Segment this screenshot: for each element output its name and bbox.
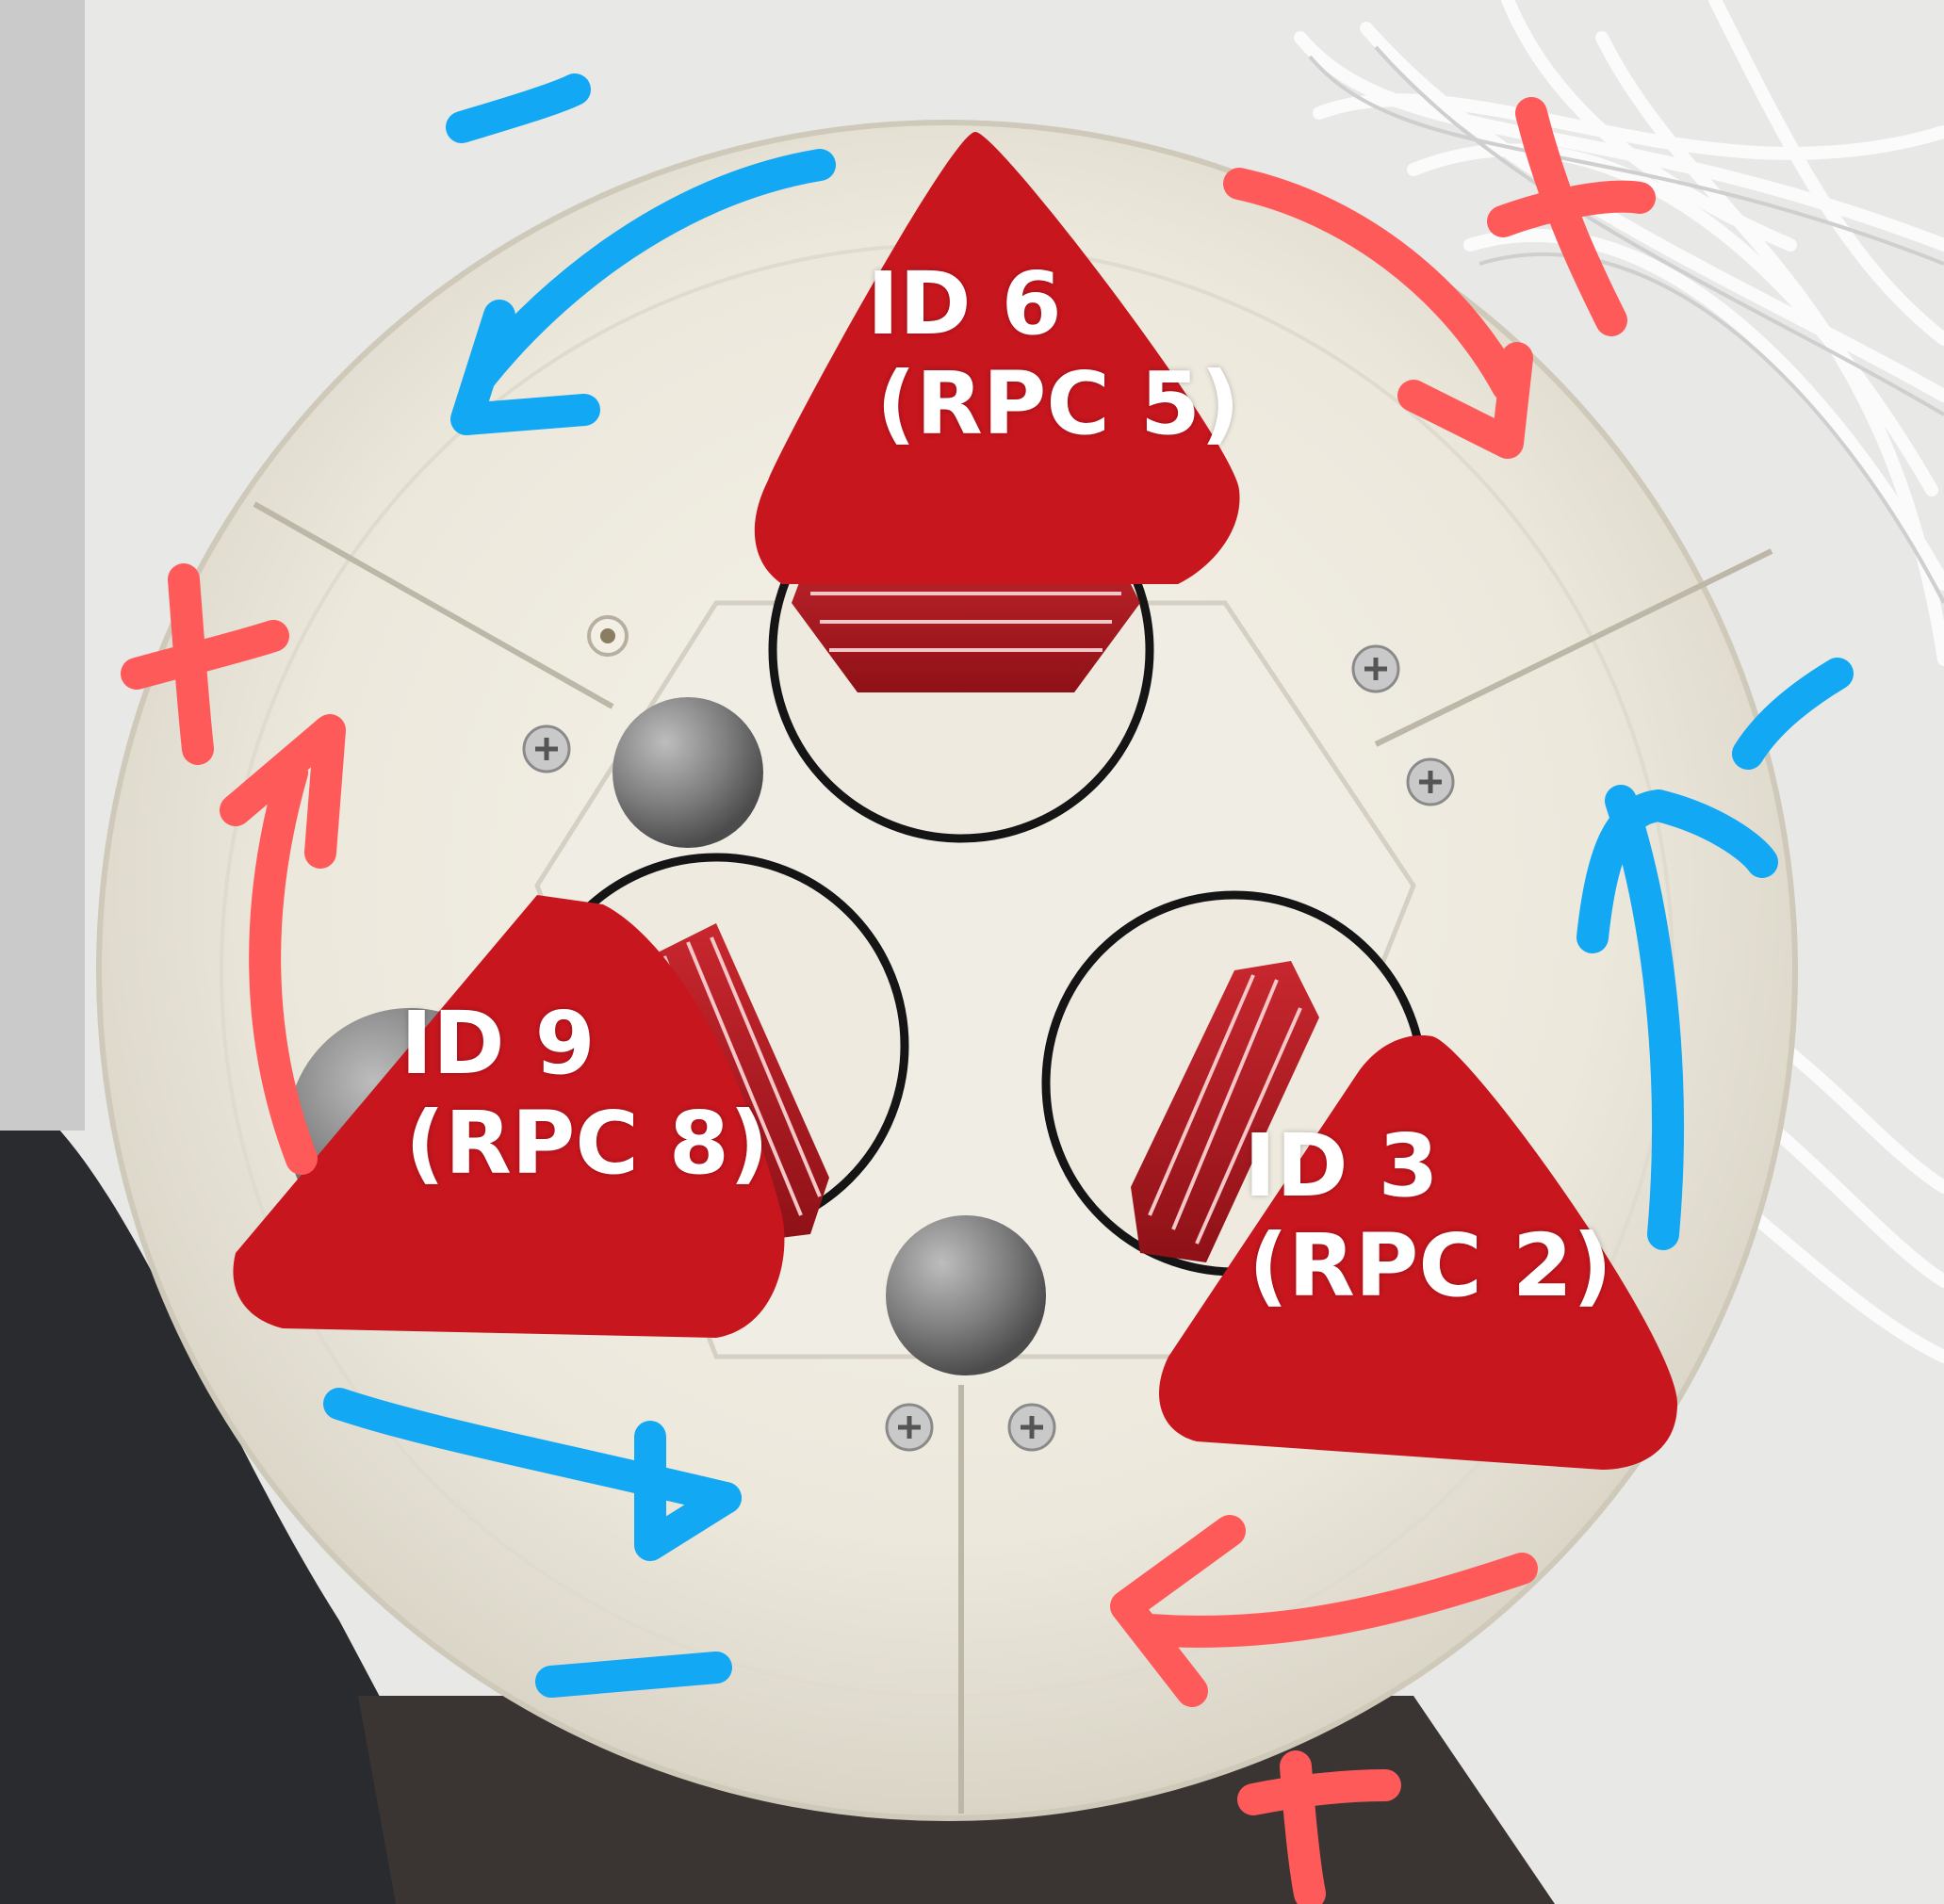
cables <box>1294 0 1944 1363</box>
minus-sign-bottom-left <box>535 1652 732 1698</box>
motor-plate-9 <box>233 895 829 1338</box>
motor-rpc-label: (RPC 5) <box>876 352 1240 454</box>
motor-plate-6 <box>754 132 1240 692</box>
steel-ball <box>886 1215 1046 1375</box>
motor-id-label: ID 6 <box>867 253 1062 354</box>
screw-icon <box>1406 757 1455 806</box>
arrow-left-arc <box>249 757 318 1175</box>
screw-icon <box>1007 1403 1056 1452</box>
screw-icon <box>885 1403 934 1452</box>
arrow-bottom-right-arc <box>1134 1553 1538 1648</box>
plus-sign-top-right-h <box>1487 180 1656 237</box>
arrow-left-head <box>220 714 346 869</box>
plus-sign-bottom-h <box>1237 1769 1401 1815</box>
motor-id-label: ID 3 <box>1244 1115 1439 1216</box>
arrow-top-left-head <box>450 300 600 435</box>
table-top-left <box>0 0 85 1131</box>
minus-sign-top-left <box>446 73 591 143</box>
screw-hole-icon <box>587 615 629 657</box>
screws <box>522 615 1455 1452</box>
arrow-top-right-arc <box>1223 168 1524 402</box>
plus-sign-left-h <box>121 620 289 690</box>
motor-label-3: ID 3 (RPC 2) <box>1244 1116 1612 1316</box>
screw-icon <box>1351 644 1400 693</box>
motor-label-9: ID 9 (RPC 8) <box>400 994 769 1194</box>
positive-annotations <box>121 97 1656 1904</box>
motor-rpc-label: (RPC 2) <box>1249 1214 1612 1316</box>
minus-sign-right <box>1732 658 1854 770</box>
motor-plate-3 <box>1131 961 1677 1470</box>
motor-rpc-label: (RPC 8) <box>405 1092 769 1194</box>
arrow-right-arc <box>1605 785 1684 1250</box>
steel-ball <box>613 697 763 848</box>
screw-icon <box>522 724 571 773</box>
motor-id-label: ID 9 <box>400 993 596 1094</box>
motor-label-6: ID 6 (RPC 5) <box>867 254 1240 454</box>
arrow-bottom-left-head <box>634 1421 742 1561</box>
panel-seams <box>253 501 1773 1814</box>
arrow-top-left-arc <box>465 149 836 393</box>
plus-sign-top-right-v <box>1515 97 1627 336</box>
negative-annotations <box>323 73 1854 1698</box>
arrow-right-head <box>1576 789 1778 953</box>
robot-rim <box>96 120 1798 1821</box>
arrow-top-right-head <box>1397 342 1533 459</box>
arrow-bottom-right-head <box>1110 1515 1246 1707</box>
